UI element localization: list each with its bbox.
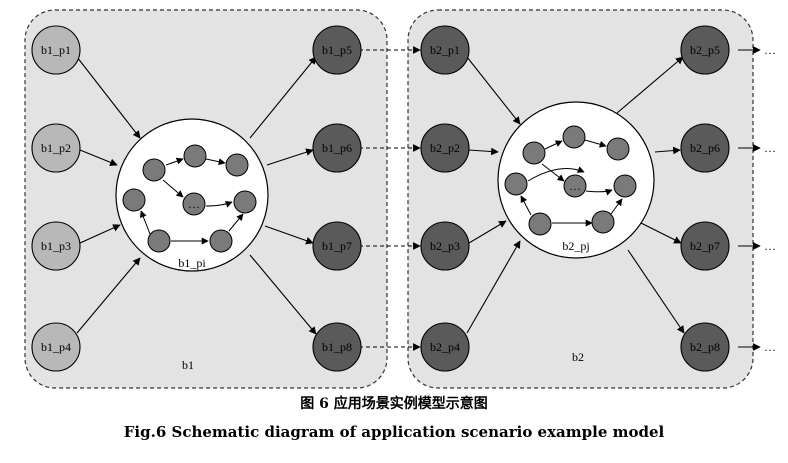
node-label: b1_p5 — [322, 43, 352, 57]
node-b1-p6: b1_p6 — [312, 123, 362, 173]
out-ellipsis-p5: … — [764, 43, 776, 57]
node-label: b2_p5 — [690, 43, 720, 57]
inner-node — [563, 174, 587, 198]
inner-node — [142, 158, 166, 182]
node-b2-p6: b2_p6 — [680, 123, 730, 173]
node-label: b1_p2 — [41, 141, 71, 155]
inner-node — [522, 141, 546, 165]
node-b1-p8: b1_p8 — [312, 322, 362, 372]
node-b2-p4: b2_p4 — [420, 322, 470, 372]
inner-node — [528, 212, 552, 236]
inner-ellipsis-b1: … — [188, 197, 200, 211]
inner-node — [209, 229, 233, 253]
node-label: b1_p4 — [41, 340, 71, 354]
node-label: b2_p7 — [690, 239, 720, 253]
node-label: b2_p8 — [690, 340, 720, 354]
block-label-b1: b1 — [182, 358, 194, 372]
node-label: b2_p3 — [430, 239, 460, 253]
node-b2-p7: b2_p7 — [680, 221, 730, 271]
out-ellipsis-p8: … — [764, 340, 776, 354]
out-ellipsis-p7: … — [764, 239, 776, 253]
inner-node — [183, 144, 207, 168]
inner-node — [147, 229, 171, 253]
inner-node — [182, 192, 206, 216]
node-b2-p8: b2_p8 — [680, 322, 730, 372]
node-b1-p5: b1_p5 — [312, 25, 362, 75]
figure-caption-zh: 图 6 应用场景实例模型示意图 — [300, 396, 488, 412]
node-b2-p5: b2_p5 — [680, 25, 730, 75]
node-b1-p7: b1_p7 — [312, 221, 362, 271]
inner-cluster-b1: … b1_pi — [115, 118, 269, 272]
inner-node — [233, 190, 257, 214]
node-b1-p1: b1_p1 — [31, 25, 81, 75]
inner-node — [122, 188, 146, 212]
block-label-b2: b2 — [572, 350, 584, 364]
inner-label-b1: b1_pi — [178, 256, 206, 270]
node-b2-p3: b2_p3 — [420, 221, 470, 271]
node-label: b2_p1 — [430, 43, 460, 57]
node-b1-p2: b1_p2 — [31, 123, 81, 173]
node-b2-p2: b2_p2 — [420, 123, 470, 173]
node-label: b1_p8 — [322, 340, 352, 354]
inner-label-b2: b2_pj — [562, 239, 589, 253]
node-b1-p3: b1_p3 — [31, 221, 81, 271]
node-b1-p4: b1_p4 — [31, 322, 81, 372]
inner-node — [591, 210, 615, 234]
out-ellipsis-p6: … — [764, 141, 776, 155]
node-label: b2_p6 — [690, 141, 720, 155]
inner-node — [606, 137, 630, 161]
node-label: b1_p3 — [41, 239, 71, 253]
node-label: b1_p6 — [322, 141, 352, 155]
inner-cluster-b2: … b2_pj — [497, 101, 655, 259]
block-b1-edges — [76, 56, 317, 335]
cross-block-links — [359, 46, 421, 351]
node-b2-p1: b2_p1 — [420, 25, 470, 75]
inner-node — [613, 174, 637, 198]
node-label: b1_p7 — [322, 239, 352, 253]
node-label: b2_p4 — [430, 340, 460, 354]
inner-node — [562, 125, 586, 149]
inner-ellipsis-b2: … — [569, 179, 581, 193]
block-b2-edges — [466, 46, 761, 351]
figure-caption-en: Fig.6 Schematic diagram of application s… — [123, 423, 665, 441]
node-label: b2_p2 — [430, 141, 460, 155]
node-label: b1_p1 — [41, 43, 71, 57]
inner-node — [504, 172, 528, 196]
inner-node — [225, 153, 249, 177]
